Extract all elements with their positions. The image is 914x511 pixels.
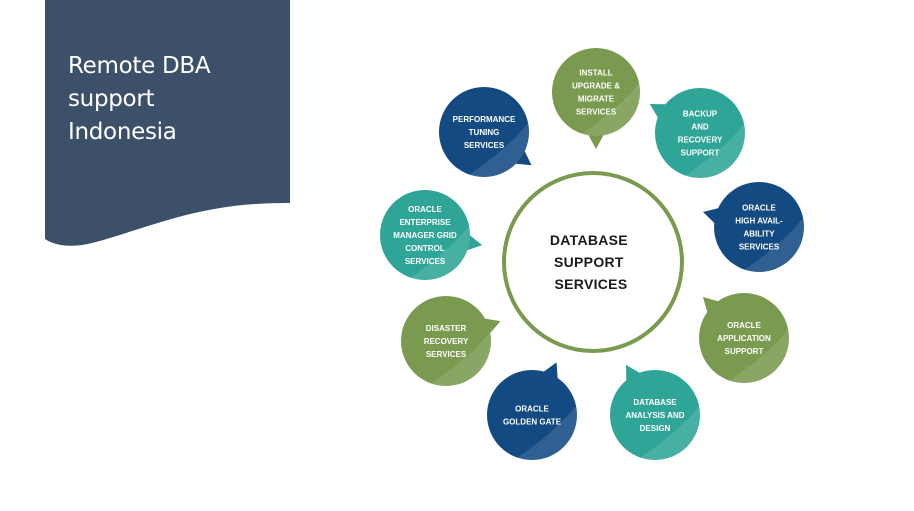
service-node-label-line: HIGH AVAIL- [735, 217, 783, 226]
service-node-label-line: DATABASE [633, 398, 677, 407]
bubble-sheen [431, 332, 492, 386]
service-node-label: INSTALL UPGRADE & MIGRATE SERVICES [572, 69, 620, 117]
service-node-label: ORACLE HIGH AVAIL- ABILITY SERVICES [735, 204, 783, 252]
service-node-high-availability: ORACLE HIGH AVAIL- ABILITY SERVICES [702, 182, 804, 272]
service-node-label: DISASTER RECOVERY SERVICES [424, 324, 469, 359]
service-node-label-line: ABILITY [743, 230, 775, 239]
service-node-label-line: UPGRADE & [572, 82, 620, 91]
service-node-analysis-design: DATABASE ANALYSIS AND DESIGN [610, 364, 700, 460]
service-node-label-line: AND [691, 123, 709, 132]
service-node-label: DATABASE ANALYSIS AND DESIGN [626, 398, 685, 433]
service-node-application-support: ORACLE APPLICATION SUPPORT [699, 293, 789, 383]
service-node-label-line: SERVICES [405, 257, 446, 266]
bubble-circle [552, 48, 640, 136]
bubble-sheen [581, 83, 640, 136]
bubble-circle [380, 190, 470, 280]
center-label-line: DATABASE [550, 232, 628, 248]
service-node-label-line: DESIGN [640, 424, 671, 433]
service-node-label-line: SUPPORT [681, 149, 720, 158]
service-node-label-line: SERVICES [464, 141, 505, 150]
bubble-sheen [729, 329, 789, 383]
slide-title-line: Indonesia [68, 119, 177, 145]
center-ring [502, 171, 684, 353]
service-node-label-line: BACKUP [683, 110, 718, 119]
service-node-label-line: DISASTER [426, 324, 467, 333]
service-node-label-line: PERFORMANCE [453, 115, 516, 124]
center-label: DATABASE SUPPORT SERVICES [550, 232, 632, 292]
bubble-sheen [517, 406, 577, 460]
service-node-label-line: MANAGER GRID [393, 231, 457, 240]
slide-title-line: support [68, 86, 155, 112]
bubble-circle [610, 370, 700, 460]
slide-title-line: Remote DBA [68, 53, 211, 79]
bubble-circle [699, 293, 789, 383]
service-node-label-line: ORACLE [742, 204, 776, 213]
bubble-sheen [640, 406, 700, 460]
service-node-label-line: SUPPORT [725, 347, 764, 356]
service-node-disaster-recovery: DISASTER RECOVERY SERVICES [401, 296, 501, 386]
center-label-line: SERVICES [555, 276, 628, 292]
service-node-label-line: ORACLE [515, 405, 549, 414]
bubble-circle [487, 370, 577, 460]
service-node-label: PERFORMANCE TUNING SERVICES [453, 115, 516, 150]
bubble-circle [714, 182, 804, 272]
bubble-sheen [469, 123, 529, 177]
service-node-label-line: SERVICES [576, 108, 617, 117]
bubble-circle [655, 88, 745, 178]
service-node-label-line: RECOVERY [678, 136, 723, 145]
service-node-label-line: ANALYSIS AND [626, 411, 685, 420]
service-node-label-line: CONTROL [405, 244, 445, 253]
service-node-label-line: INSTALL [579, 69, 612, 78]
service-node-label-line: ENTERPRISE [399, 218, 451, 227]
service-node-label-line: SERVICES [426, 350, 467, 359]
service-node-enterprise-manager: ORACLE ENTERPRISE MANAGER GRID CONTROL SERVI… [380, 190, 483, 280]
service-node-backup-recovery: BACKUP AND RECOVERY SUPPORT [649, 88, 745, 178]
service-node-install-upgrade-migrate: INSTALL UPGRADE & MIGRATE SERVICES [552, 48, 640, 149]
service-node-label-line: ORACLE [408, 205, 442, 214]
bubble-sheen [685, 124, 745, 178]
service-node-label-line: TUNING [469, 128, 500, 137]
bubble-sheen [410, 226, 470, 280]
service-node-label: BACKUP AND RECOVERY SUPPORT [678, 110, 723, 158]
service-node-label: ORACLE ENTERPRISE MANAGER GRID CONTROL SERVI… [393, 205, 457, 266]
service-node-label-line: SERVICES [739, 243, 780, 252]
center-label-line: SUPPORT [554, 254, 624, 270]
service-node-golden-gate: ORACLE GOLDEN GATE [487, 362, 577, 460]
slide-title: Remote DBA support Indonesia [68, 50, 278, 149]
service-node-label-line: APPLICATION [717, 334, 771, 343]
bubble-circle [439, 87, 529, 177]
service-node-label-line: ORACLE [727, 321, 761, 330]
service-node-label: ORACLE GOLDEN GATE [503, 405, 562, 427]
service-node-label-line: GOLDEN GATE [503, 418, 562, 427]
service-node-label: ORACLE APPLICATION SUPPORT [717, 321, 771, 356]
bubble-sheen [744, 218, 804, 272]
service-node-performance-tuning: PERFORMANCE TUNING SERVICES [439, 87, 532, 177]
service-node-label-line: RECOVERY [424, 337, 469, 346]
service-node-label-line: MIGRATE [578, 95, 615, 104]
bubble-circle [401, 296, 491, 386]
